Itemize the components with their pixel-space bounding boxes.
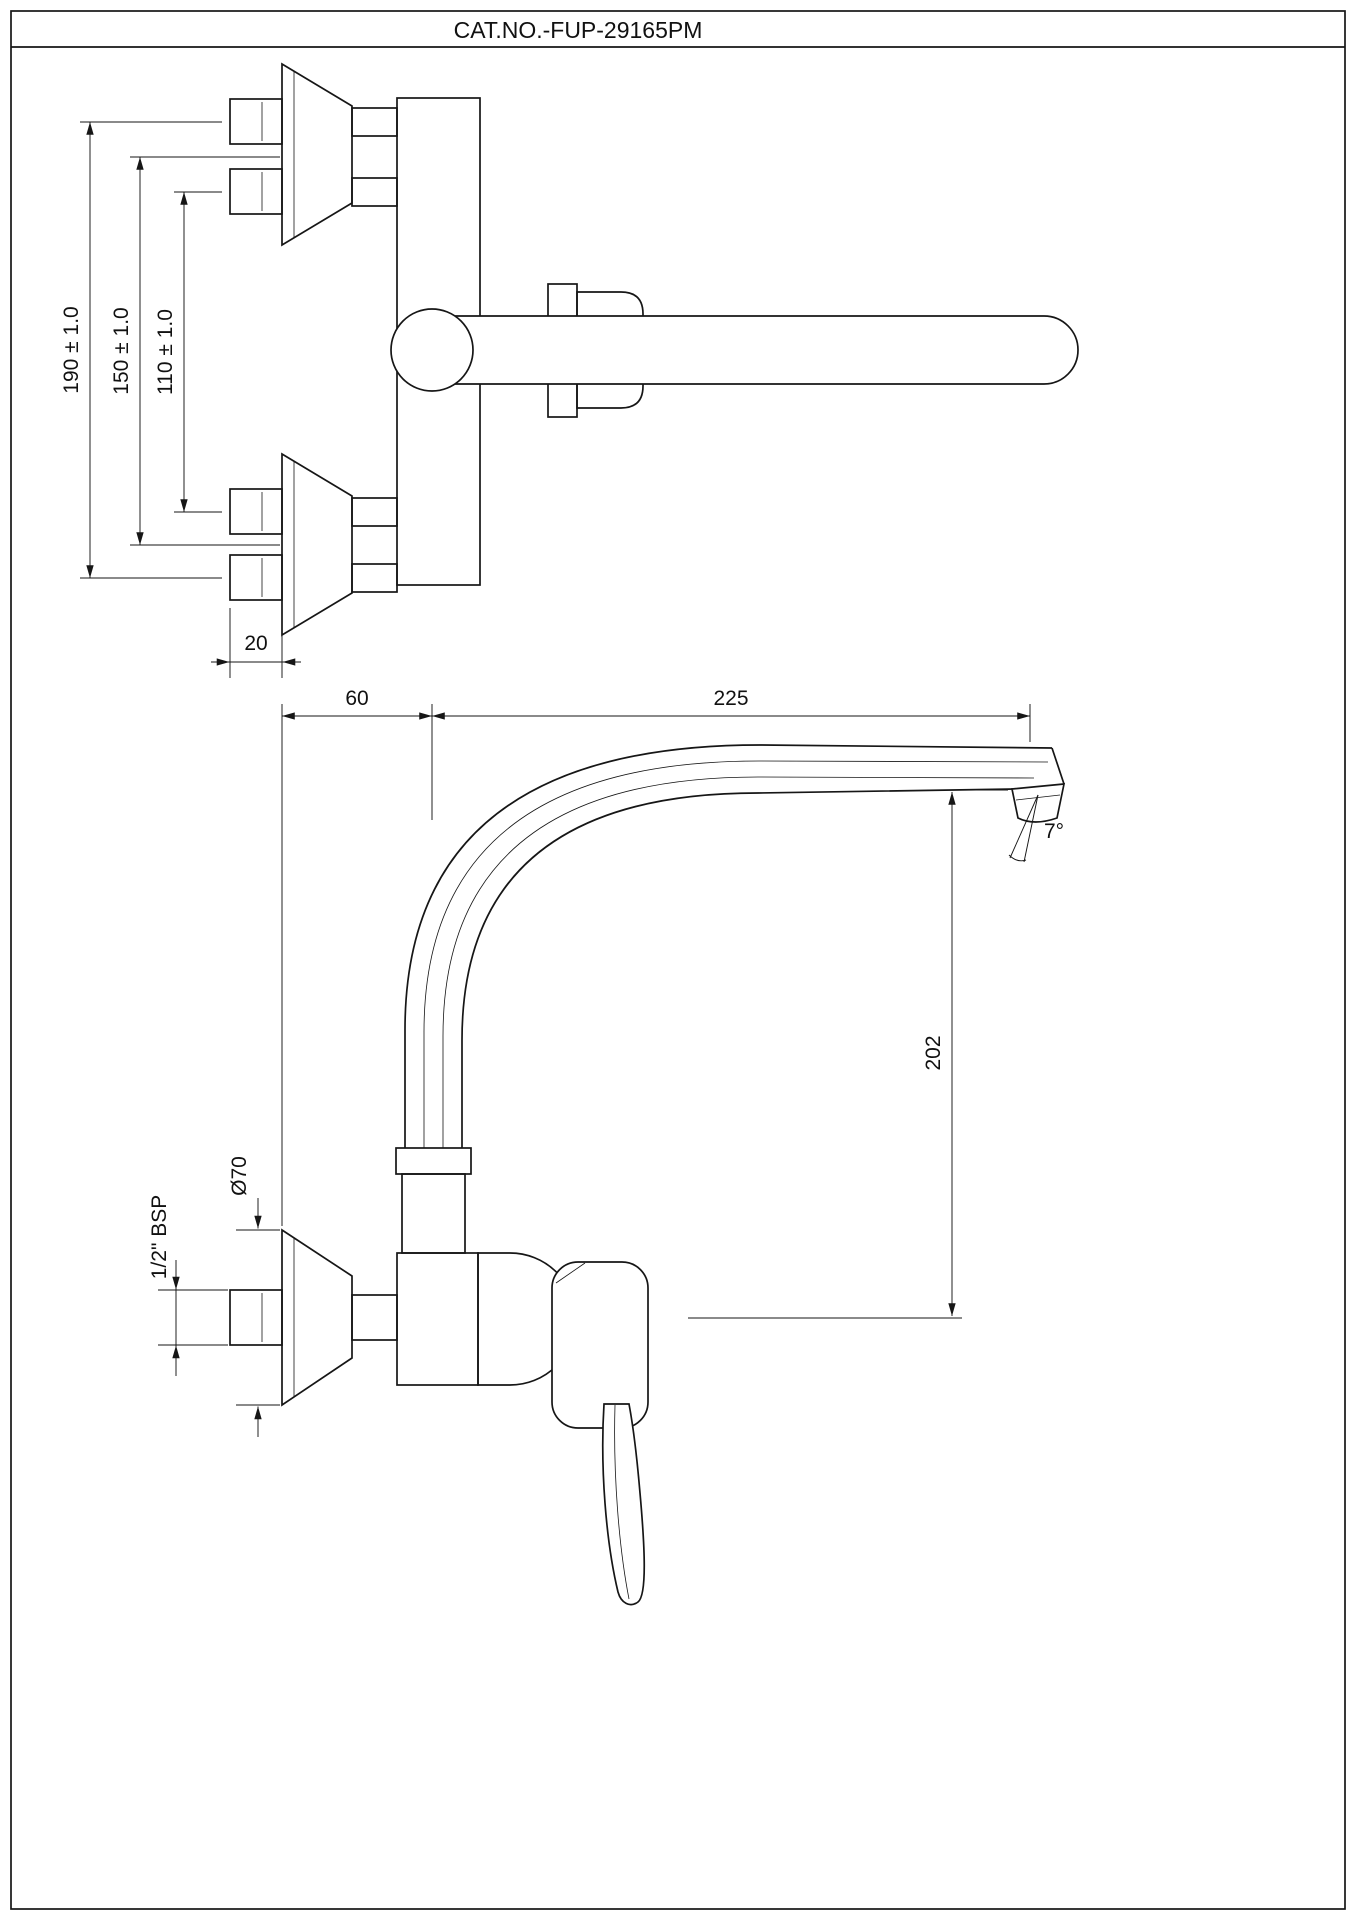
spout-contour-line (423, 760, 1049, 1148)
angle-leg (1009, 794, 1039, 859)
dim-190: 190 ± 1.0 (60, 121, 222, 579)
inlet-nipple (229, 554, 283, 601)
connector-pipe (351, 563, 398, 593)
escutcheon-flange (281, 62, 353, 247)
dim-110: 110 ± 1.0 (154, 191, 222, 513)
cartridge-housing (551, 1261, 649, 1429)
inlet-nipple (229, 1289, 283, 1346)
front-view: 60 225 7° 202 (148, 687, 1066, 1606)
mixer-body (395, 1147, 649, 1606)
spout-top (414, 315, 1079, 385)
dim-7deg: 7° (1008, 794, 1064, 863)
spout-contour-line (442, 776, 1035, 1148)
angle-arc (1008, 854, 1027, 862)
dim-60-225: 60 225 (281, 687, 1031, 1226)
dim-label-60: 60 (345, 687, 368, 710)
dim-label-190: 190 ± 1.0 (60, 306, 83, 393)
connector-pipe (351, 1294, 398, 1341)
spout-inner-edge (461, 788, 1017, 1148)
aerator (1010, 783, 1066, 823)
spout-outer-edge (404, 744, 1053, 1148)
inlet-nipple (229, 168, 283, 215)
riser-collar (395, 1147, 472, 1175)
inlet-nipple (229, 98, 283, 145)
dim-label-150: 150 ± 1.0 (110, 307, 133, 394)
lower-inlet-assembly (229, 452, 398, 637)
aerator-detail-line (1015, 794, 1061, 801)
dim-dia70: Ø70 (228, 1156, 280, 1437)
dim-label-110: 110 ± 1.0 (154, 309, 177, 395)
housing-chamfer-line (555, 1262, 586, 1284)
dim-label-bsp: 1/2" BSP (148, 1195, 171, 1280)
spout-end-face (1051, 747, 1065, 785)
wall-inlet-assembly (229, 1228, 398, 1407)
escutcheon-flange (281, 452, 353, 637)
spout-tube (404, 744, 1066, 1148)
catalog-number: CAT.NO.-FUP-29165PM (454, 17, 703, 43)
title-block: CAT.NO.-FUP-29165PM (10, 10, 1346, 1910)
upper-inlet-assembly (229, 62, 398, 247)
escutcheon-flange (281, 1228, 353, 1407)
dim-label-20: 20 (244, 632, 267, 655)
handle-contour-line (614, 1404, 630, 1600)
dim-label-dia70: Ø70 (228, 1156, 251, 1196)
lever-handle (601, 1403, 646, 1606)
riser-neck (401, 1173, 466, 1254)
sheet-border (10, 10, 1346, 1910)
connector-pipe (351, 177, 398, 207)
dim-202: 202 (688, 789, 1008, 1319)
cartridge-cap (576, 291, 644, 409)
connector-pipe (351, 497, 398, 527)
dim-label-202: 202 (922, 1035, 945, 1070)
dim-150: 150 ± 1.0 (110, 156, 280, 546)
angle-leg (1023, 794, 1039, 863)
spout-pivot-circle (390, 308, 474, 392)
dim-label-225: 225 (713, 687, 748, 710)
wall-bracket (396, 1252, 479, 1386)
connector-pipe (351, 107, 398, 137)
dim-bsp: 1/2" BSP (148, 1195, 228, 1376)
top-view: 190 ± 1.0 150 ± 1.0 110 ± 1.0 (60, 62, 1079, 678)
dim-20: 20 (211, 608, 301, 678)
dim-label-7deg: 7° (1044, 820, 1064, 843)
inlet-nipple (229, 488, 283, 535)
